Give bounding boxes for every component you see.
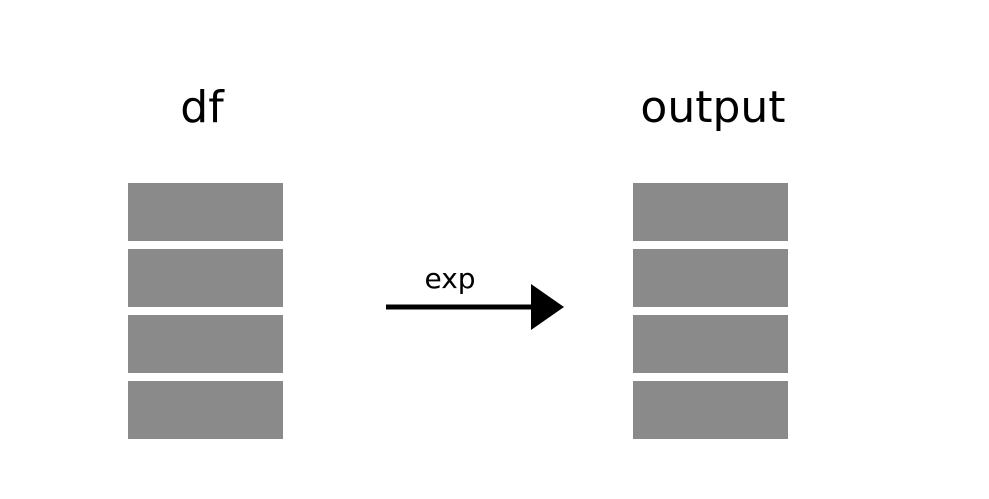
input-row (128, 249, 283, 307)
output-row (633, 183, 788, 241)
input-title: df (180, 82, 224, 133)
output-row (633, 249, 788, 307)
input-row (128, 315, 283, 373)
input-row (128, 381, 283, 439)
input-row (128, 183, 283, 241)
input-row-stack (128, 183, 283, 439)
arrow-right-icon (386, 284, 564, 330)
transform-label: exp (424, 262, 476, 295)
arrow-head (531, 284, 564, 330)
output-row (633, 381, 788, 439)
output-title: output (640, 82, 786, 133)
output-row-stack (633, 183, 788, 439)
output-row (633, 315, 788, 373)
